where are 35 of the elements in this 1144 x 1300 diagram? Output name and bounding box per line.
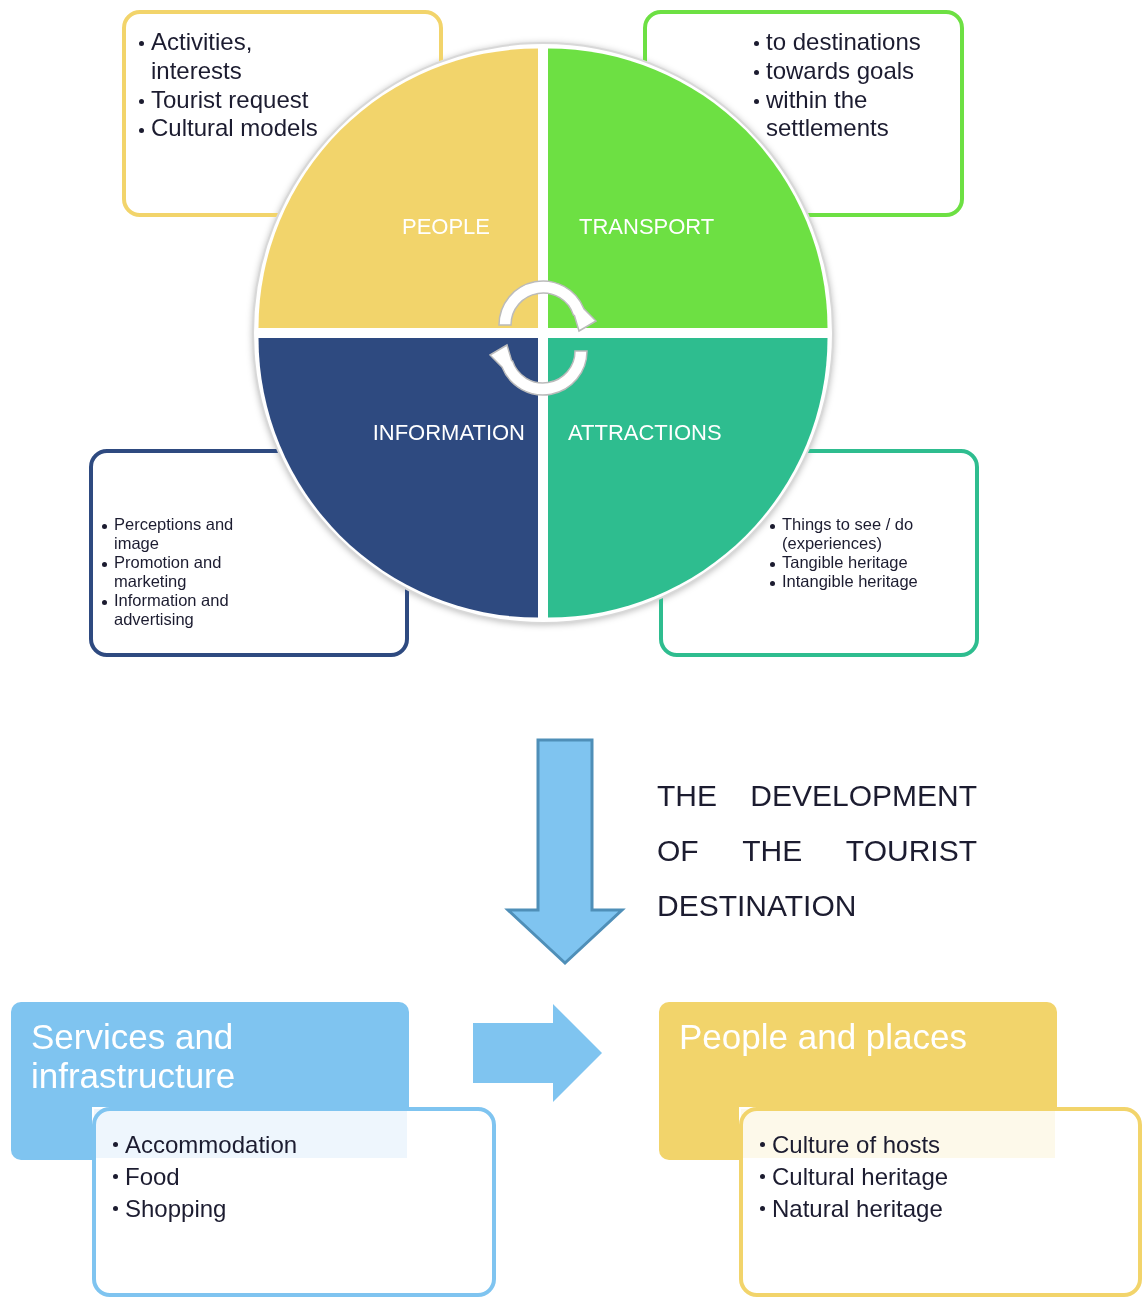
bullet-item: Cultural heritage bbox=[772, 1162, 949, 1190]
bullet-item: Natural heritage bbox=[772, 1194, 943, 1222]
bullet-item: to destinations bbox=[766, 28, 921, 55]
bullet-item: Activities, interests bbox=[151, 28, 253, 84]
quadrant-segment bbox=[260, 338, 538, 616]
panel-heading: People and places bbox=[679, 1018, 968, 1057]
segment-label: ATTRACTIONS bbox=[568, 420, 722, 446]
category-panel bbox=[659, 1002, 1057, 1107]
segment-label: PEOPLE bbox=[401, 214, 490, 240]
bullet-item: Culture of hosts bbox=[772, 1131, 941, 1158]
bullet-list-box bbox=[92, 1107, 496, 1297]
bullet-item: towards goals bbox=[766, 56, 915, 84]
category-panel bbox=[11, 1002, 409, 1107]
bullet-list-box bbox=[659, 449, 979, 657]
bullet-item: Intangible heritage bbox=[782, 571, 918, 590]
bullet-list-box bbox=[643, 10, 964, 217]
bullet-list-box bbox=[89, 449, 409, 657]
bullet-item: Information and advertising bbox=[114, 590, 229, 628]
bullet-item: Promotion and marketing bbox=[114, 552, 222, 590]
segment-label: INFORMATION bbox=[372, 420, 525, 446]
bullet-item: Food bbox=[125, 1162, 180, 1190]
bullet-item: Things to see / do (experiences) bbox=[782, 515, 914, 552]
bullet-item: within the settlements bbox=[766, 85, 889, 142]
bullet-item: Shopping bbox=[125, 1194, 227, 1222]
bullet-item: Cultural models bbox=[151, 114, 318, 142]
process-caption: THE DEVELOPMENT OF THE TOURIST DESTINATION bbox=[657, 778, 977, 924]
block-arrow bbox=[473, 1004, 602, 1102]
bullet-item: Tangible heritage bbox=[782, 552, 908, 571]
bullet-item: Accommodation bbox=[125, 1131, 298, 1158]
bullet-list-box bbox=[739, 1107, 1142, 1297]
bullet-item: Perceptions and image bbox=[114, 515, 234, 552]
bullet-item: Tourist request bbox=[151, 85, 309, 113]
bullet-list-box bbox=[122, 10, 443, 217]
segment-label: TRANSPORT bbox=[579, 214, 715, 240]
panel-heading: Services and infrastructure bbox=[31, 1018, 237, 1095]
